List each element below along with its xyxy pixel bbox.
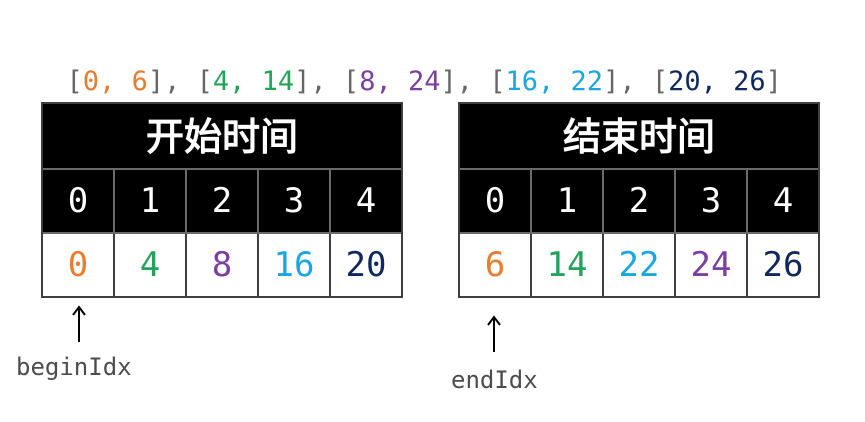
end-idx-label: endIdx [451,366,538,394]
end-index-cell: 1 [532,170,604,232]
start-index-row: 0 1 2 3 4 [43,170,401,234]
interval-token: [ [66,66,83,97]
start-index-cell: 4 [355,181,377,221]
begin-idx-label: beginIdx [16,353,132,381]
interval-token: 22 [570,66,604,97]
end-time-title: 结束时间 [460,104,818,170]
interval-token: , [99,66,132,97]
end-value-cell: 22 [604,234,676,296]
interval-token: 4 [212,66,230,97]
end-index-cell: 4 [772,181,794,221]
interval-token: ] [765,66,782,97]
start-index-cell: 2 [187,170,259,232]
interval-token: ], [ [440,66,506,97]
end-index-cell: 2 [604,170,676,232]
start-value-cell: 16 [259,234,331,296]
start-index-cell: 3 [259,170,331,232]
start-time-array: 开始时间 0 1 2 3 4 0 4 8 16 20 [41,102,403,298]
start-value-cell: 20 [345,245,387,285]
interval-token: 6 [131,66,148,97]
end-value-cell: 26 [762,245,804,285]
end-pointer-arrow-icon [484,314,504,354]
interval-token: 24 [407,66,441,97]
end-value-row: 6 14 22 24 26 [460,234,818,296]
start-value-cell: 4 [115,234,187,296]
end-value-cell: 14 [532,234,604,296]
interval-token: 14 [261,66,295,97]
interval-token: ], [ [603,66,669,97]
end-index-row: 0 1 2 3 4 [460,170,818,234]
interval-token: ], [ [147,66,213,97]
interval-token: 16 [505,66,539,97]
begin-pointer-arrow-icon [69,304,89,344]
interval-token: 26 [733,66,766,97]
interval-token: 20 [668,66,701,97]
start-value-cell: 8 [187,234,259,296]
start-index-cell: 1 [115,170,187,232]
interval-token: , [538,66,571,97]
start-value-row: 0 4 8 16 20 [43,234,401,296]
end-time-array: 结束时间 0 1 2 3 4 6 14 22 24 26 [458,102,820,298]
interval-token: , [229,66,262,97]
interval-token: ], [ [294,66,360,97]
start-index-cell: 0 [43,170,115,232]
interval-list: [0, 6], [4, 14], [8, 24], [16, 22], [20,… [34,28,782,97]
interval-token: , [700,66,734,97]
interval-token: , [375,66,408,97]
end-index-cell: 3 [676,170,748,232]
start-value-cell: 0 [43,234,115,296]
interval-token: 8 [359,66,376,97]
interval-token: 0 [82,66,100,97]
end-value-cell: 6 [460,234,532,296]
end-index-cell: 0 [460,170,532,232]
start-time-title: 开始时间 [43,104,401,170]
end-value-cell: 24 [676,234,748,296]
